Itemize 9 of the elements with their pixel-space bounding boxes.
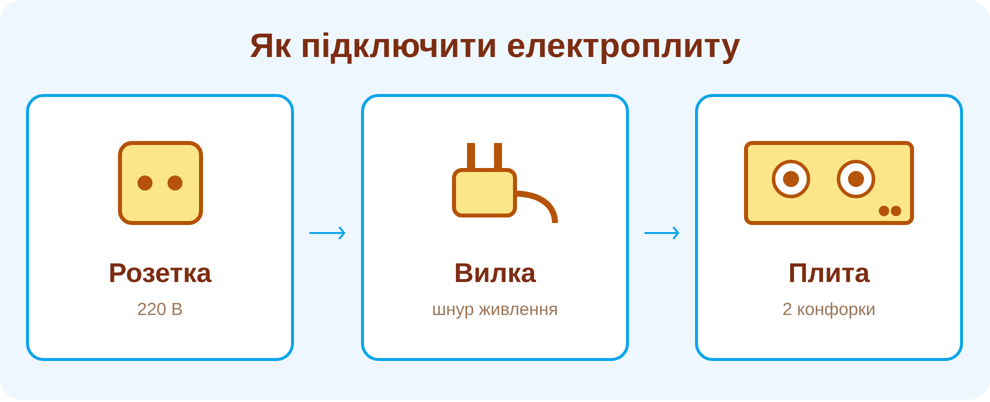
heading: Як підключити електроплиту bbox=[250, 32, 740, 64]
card-subtitle: шнур живлення bbox=[433, 306, 557, 319]
card-subtitle: 220 В bbox=[138, 302, 182, 316]
card-title: Розетка bbox=[110, 263, 212, 282]
card-subtitle: 2 конфорки bbox=[783, 302, 874, 319]
card-title: Плита bbox=[790, 263, 870, 282]
arrow bbox=[310, 226, 346, 240]
card-title: Вилка bbox=[456, 263, 536, 282]
arrow bbox=[644, 226, 680, 240]
